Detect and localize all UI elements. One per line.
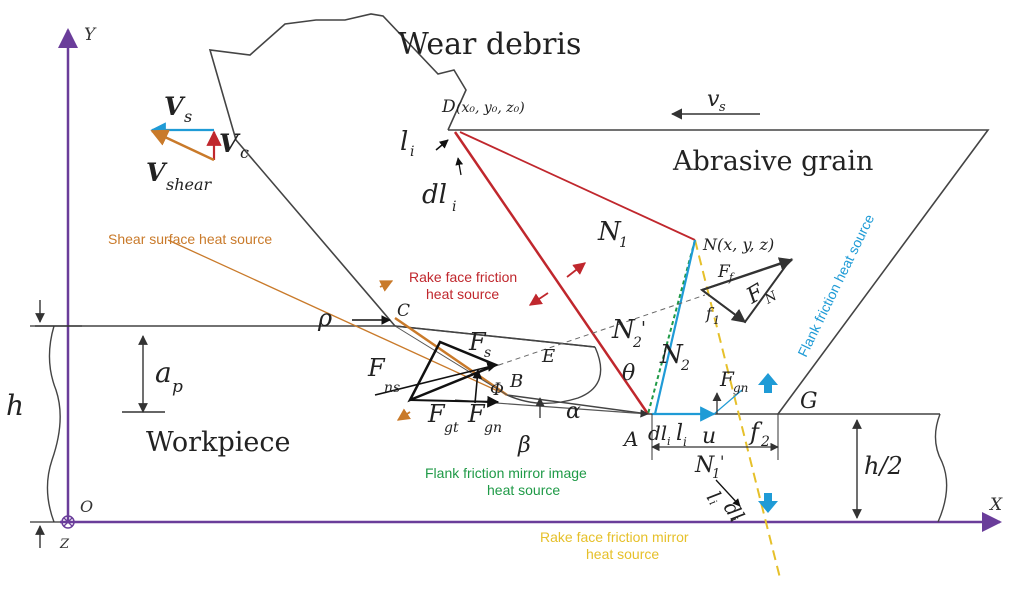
rake-heat-label-1: Rake face friction	[409, 269, 517, 285]
vc-label-sub: c	[240, 143, 249, 162]
vshear-vector	[150, 129, 215, 162]
theta-label: θ	[622, 361, 635, 386]
beta-label: β	[517, 433, 531, 458]
fgt-sub: gt	[444, 420, 459, 436]
f-top-sub: f	[728, 271, 735, 284]
n1-prime-label: N	[694, 453, 715, 478]
li-bottom-sub: i	[683, 435, 687, 449]
z-axis-marker	[61, 515, 75, 529]
workpiece-break-right	[934, 413, 948, 523]
dli-top-label: dl	[422, 180, 447, 210]
abrasive-grain-label: Abrasive grain	[672, 146, 873, 177]
chip-curl	[506, 346, 602, 405]
fs-label: F	[468, 328, 487, 356]
n2-label: N	[659, 340, 684, 370]
li-top-sub: i	[410, 144, 414, 160]
f-top-label: F	[717, 262, 731, 282]
n1-ray	[459, 131, 696, 241]
e-label: E	[541, 346, 555, 367]
f1-label: f	[705, 304, 715, 323]
rake-mirror-label-2: heat source	[586, 546, 659, 562]
h-label: h	[6, 389, 24, 422]
workpiece-top-surface	[35, 325, 596, 348]
vc-label: V	[219, 129, 241, 158]
up-heat-arrow	[758, 373, 778, 393]
y-axis-label: Y	[84, 25, 97, 45]
shear-heat-leader	[167, 239, 501, 393]
vshear-label: V	[146, 158, 168, 187]
n-point-label: N(x, y, z)	[702, 235, 774, 254]
fgn-label: F	[467, 400, 486, 428]
dli-top-sub: i	[452, 199, 456, 215]
force-triangle	[407, 340, 500, 403]
n1-prime-mark: '	[720, 452, 724, 471]
b-label: B	[509, 371, 523, 392]
f1-sub: 1	[713, 314, 720, 327]
g-label: G	[800, 389, 818, 414]
vshear-label-sub: shear	[166, 175, 213, 194]
fgt-label: F	[427, 400, 446, 428]
n1-prime-sub: 1	[712, 467, 720, 482]
rake-mirror-line	[694, 239, 781, 579]
u-label: u	[702, 424, 716, 449]
phi-label: Φ	[490, 380, 504, 400]
n1-sub: 1	[619, 235, 628, 251]
vs-label: V	[164, 92, 186, 121]
fgn-sub: gn	[484, 420, 502, 436]
n2-sub: 2	[680, 358, 690, 374]
shear-plane	[394, 316, 508, 397]
rake-heat-label-2: heat source	[426, 286, 499, 302]
c-label: C	[397, 301, 410, 321]
rho-label: ρ	[317, 304, 332, 332]
rake-face-line	[453, 131, 650, 415]
shear-heat-label: Shear surface heat source	[108, 231, 272, 247]
alpha-label: α	[566, 399, 581, 424]
n2-prime-mark: '	[641, 318, 646, 339]
f2-sub: 2	[760, 434, 770, 450]
machined-chip-underside	[506, 394, 649, 415]
li-mirror-sub: i	[706, 498, 719, 508]
vs-label-sub: s	[184, 107, 192, 126]
workpiece-label: Workpiece	[146, 427, 290, 458]
point-d-label: D	[441, 97, 456, 117]
li-top-label: l	[400, 127, 408, 157]
z-axis-label: Z	[59, 537, 70, 552]
dli-bottom-label: dl	[648, 421, 667, 445]
fgn-right-sub: gn	[733, 381, 748, 395]
n1-label: N	[597, 217, 622, 247]
workpiece-break-left	[46, 325, 61, 523]
flank-heat-label: Flank friction heat source	[794, 212, 877, 360]
x-axis-label: X	[988, 495, 1003, 515]
down-heat-arrow	[758, 493, 778, 513]
point-d-coords: (x₀, y₀, z₀)	[456, 100, 525, 116]
origin-label: O	[80, 497, 93, 516]
abrasive-grain-outline	[448, 129, 990, 415]
flank-mirror-label-2: heat source	[487, 482, 560, 498]
n2-prime-label: N	[611, 315, 636, 345]
n2-line	[653, 239, 697, 415]
reference-dashed-line	[489, 294, 706, 369]
wear-debris-outline	[208, 13, 467, 327]
dli-bottom-sub: i	[667, 435, 671, 448]
flank-mirror-label-1: Flank friction mirror image	[425, 465, 587, 481]
ap-label: a	[155, 356, 172, 389]
vs-top-sub: s	[719, 100, 726, 115]
rake-mirror-label-1: Rake face friction mirror	[540, 529, 689, 545]
dli-mirror-sub: i	[727, 515, 740, 525]
li-bottom-label: l	[676, 421, 683, 446]
fgn-right-label: F	[719, 367, 735, 391]
fn-sub: N	[762, 288, 781, 307]
h-half-label: h/2	[864, 452, 903, 480]
fs-sub: s	[484, 345, 491, 361]
vs-top-label: v	[707, 87, 720, 112]
ap-sub: p	[172, 377, 183, 397]
fns-sub: ns	[384, 380, 400, 396]
fns-label: F	[367, 354, 386, 382]
n2-prime-sub: 2	[632, 335, 642, 351]
flank-mirror-line	[647, 239, 696, 415]
wear-debris-label: Wear debris	[398, 27, 581, 62]
a-label: A	[622, 427, 638, 451]
